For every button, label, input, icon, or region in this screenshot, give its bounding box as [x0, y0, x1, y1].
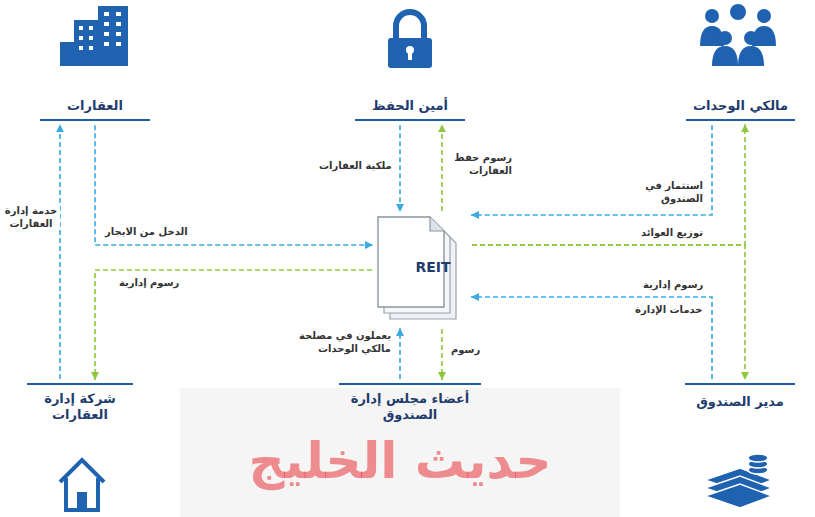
flow-label: رسوم إدارية [642, 279, 704, 292]
node-title: شركة إدارة العقارات [31, 391, 129, 424]
node-title: مالكي الوحدات [693, 98, 788, 114]
party-node: شركة إدارة العقارات [27, 383, 133, 424]
flow-label: يعملون في مصلحة مالكي الوحدات [290, 330, 392, 355]
party-node: مالكي الوحدات [686, 95, 795, 121]
node-title: مدير الصندوق [696, 394, 784, 410]
flow-arrow [399, 125, 401, 212]
flow-arrow [441, 124, 443, 211]
flow-arrow [472, 124, 745, 245]
flow-arrow [471, 297, 712, 379]
flow-label: رسوم إدارية [118, 277, 180, 290]
party-node: أمين الحفظ [355, 95, 465, 121]
flow-label: خدمات الإدارة [634, 304, 704, 317]
watermark-panel [180, 388, 620, 517]
flow-arrow [441, 329, 443, 380]
flow-arrow [95, 125, 373, 245]
flow-arrow [59, 124, 61, 379]
flow-arrow [472, 245, 745, 380]
lock-icon [388, 12, 432, 68]
flow-arrow [95, 270, 372, 380]
flow-label: استثمار في الصندوق [630, 180, 704, 205]
party-node: مدير الصندوق [685, 383, 795, 410]
party-node: أعضاء مجلس إدارة الصندوق [339, 383, 481, 424]
node-title: أمين الحفظ [372, 98, 448, 114]
node-title: REIT [398, 259, 468, 277]
flow-label: رسوم حفظ العقارات [447, 152, 513, 177]
party-node: العقارات [40, 95, 150, 121]
flow-label: رسوم [450, 344, 481, 357]
flow-label: خدمة إدارة العقارات [2, 205, 60, 230]
people-icon [700, 4, 776, 66]
money-icon [705, 454, 772, 508]
flow-label: الدخل من الايجار [104, 226, 189, 239]
node-title: العقارات [67, 98, 123, 114]
node-title: أعضاء مجلس إدارة الصندوق [343, 391, 477, 424]
watermark: حديث الخليج [180, 432, 620, 490]
flow-arrow [399, 328, 401, 379]
buildings-icon [60, 6, 128, 66]
fund-document: REIT [376, 215, 468, 325]
flow-label: توزيع العوائد [640, 227, 704, 240]
house-icon [60, 460, 104, 510]
flow-label: ملكية العقارات [318, 160, 393, 173]
